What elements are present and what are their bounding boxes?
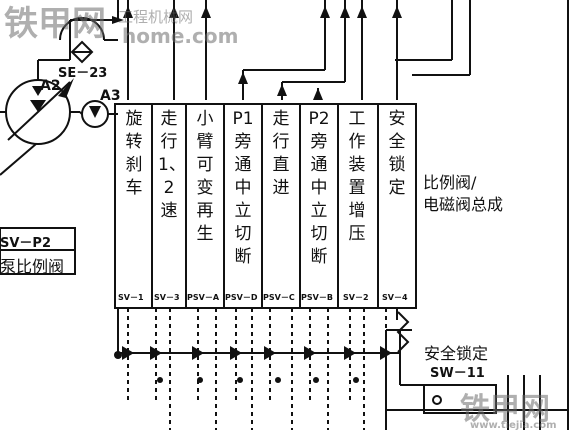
watermark-top-brand: 铁甲网	[4, 4, 106, 44]
valve-col-8-code: SV－4	[382, 293, 408, 302]
valve-col-5-code: PSV－C	[263, 293, 295, 302]
watermark-bottom-brand: 铁甲网	[460, 392, 550, 427]
valve-col-7-label: 工作装置增压	[348, 109, 366, 244]
valve-col-3-label: 小臂可变再生	[196, 109, 214, 244]
label-safety-lock: 安全锁定	[424, 344, 489, 363]
label-valve-group: 比例阀/ 电磁阀总成	[423, 173, 504, 214]
pump-variable-arrow	[7, 81, 71, 141]
valve-col-4-code: PSV－D	[225, 293, 258, 302]
sw11-box	[423, 384, 497, 414]
valve-col-1-code: SV－1	[118, 293, 144, 302]
valve-col-8-label: 安全锁定	[388, 109, 406, 198]
label-a3: A3	[100, 88, 121, 104]
valve-col-6-code: PSV－B	[301, 293, 333, 302]
label-sv-p2: SV－P2	[0, 236, 51, 251]
valve-col-3-code: PSV－A	[187, 293, 220, 302]
label-a2: A2	[40, 78, 61, 94]
valve-col-2-label: 走行1、2速	[158, 109, 186, 221]
valve-col-7-code: SV－2	[343, 293, 369, 302]
valve-col-5-label: 走行直进	[272, 109, 290, 198]
label-se23: SE－23	[58, 66, 108, 81]
valve-block-frame	[114, 103, 417, 309]
valve-col-1-label: 旋转刹车	[125, 109, 143, 198]
label-sw11: SW－11	[430, 366, 485, 381]
label-pump-valve: 泵比例阀	[0, 257, 65, 276]
watermark-top-url: home.com	[122, 24, 239, 48]
watermark-bottom-url: www.tiejia.com	[470, 420, 557, 431]
valve-col-4-label: P1旁通中立切断	[232, 109, 254, 267]
watermark-top-sub: 工程机械网	[118, 8, 194, 26]
valve-col-2-code: SV－3	[154, 293, 180, 302]
valve-col-6-label: P2旁通中立切断	[308, 109, 330, 267]
